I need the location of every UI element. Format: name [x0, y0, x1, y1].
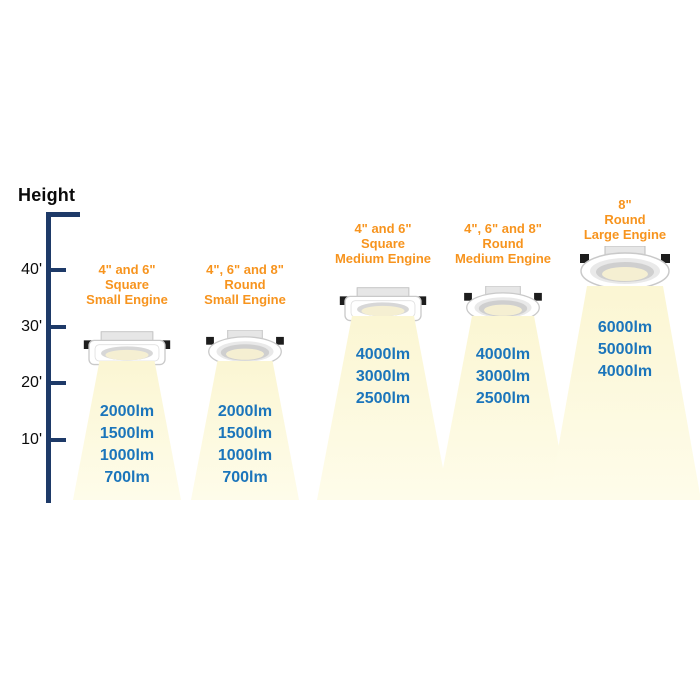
fixture-label-line: Square [360, 236, 406, 251]
lumen-value: 3000lm [355, 368, 411, 385]
height-axis-title: Height [18, 185, 76, 205]
lumen-value: 5000lm [597, 341, 653, 358]
column-square-medium-engine: 4" and 6" Square Medium Engine 4000lm 30… [308, 0, 458, 700]
lumen-value: 2500lm [355, 390, 411, 407]
lumen-value: 700lm [222, 469, 268, 486]
lumen-value: 1000lm [217, 447, 273, 464]
fixture-label-line: Medium Engine [334, 251, 432, 266]
fixture-label-line: Large Engine [583, 227, 667, 242]
lumen-output-list: 4000lm 3000lm 2500lm [424, 344, 582, 410]
height-axis-tick-40 [46, 268, 66, 272]
lumen-value: 4000lm [355, 346, 411, 363]
fixture-label-line: 4" and 6" [354, 221, 412, 236]
fixture-label-line: Medium Engine [454, 251, 552, 266]
fixture-label-line: Round [604, 212, 646, 227]
round-downlight-icon [575, 246, 675, 290]
lumen-value: 2500lm [475, 390, 531, 407]
fixture-label-line: Round [482, 236, 524, 251]
lumen-value: 2000lm [99, 403, 155, 420]
fixture-type-label: 4" and 6" Square Small Engine [48, 262, 206, 307]
lumen-output-list: 6000lm 5000lm 4000lm [543, 317, 700, 383]
column-round-medium-engine: 4", 6" and 8" Round Medium Engine 4000lm… [428, 0, 578, 700]
fixture-label-line: Small Engine [204, 292, 286, 307]
fixture-label-line: 4", 6" and 8" [464, 221, 542, 236]
lumen-value: 4000lm [597, 363, 653, 380]
lumen-output-list: 2000lm 1500lm 1000lm 700lm [48, 401, 206, 489]
column-round-large-engine: 8" Round Large Engine 6000lm 5000lm 4000… [547, 0, 700, 700]
height-axis-cap [46, 212, 80, 217]
fixture-type-label: 4", 6" and 8" Round Small Engine [166, 262, 324, 307]
lumen-value: 700lm [104, 469, 150, 486]
height-tick-label-40: 40' [21, 261, 42, 278]
height-tick-label-30: 30' [21, 318, 42, 335]
fixture-type-label: 4", 6" and 8" Round Medium Engine [424, 221, 582, 266]
height-axis-line [46, 212, 51, 503]
fixture-label-line: 4", 6" and 8" [206, 262, 284, 277]
height-axis-tick-10 [46, 438, 66, 442]
height-tick-label-20: 20' [21, 374, 42, 391]
round-downlight-icon [459, 286, 547, 324]
fixture-label-line: Round [224, 277, 266, 292]
round-downlight-icon [201, 330, 289, 368]
lumen-value: 4000lm [475, 346, 531, 363]
square-downlight-icon [339, 286, 427, 324]
height-axis-tick-20 [46, 381, 66, 385]
fixture-label-line: Small Engine [86, 292, 168, 307]
fixture-label-line: Square [104, 277, 150, 292]
lumen-value: 1000lm [99, 447, 155, 464]
lumen-value: 1500lm [217, 425, 273, 442]
lumen-output-list: 4000lm 3000lm 2500lm [304, 344, 462, 410]
fixture-label-line: 4" and 6" [98, 262, 156, 277]
fixture-label-line: 8" [618, 197, 632, 212]
lumen-value: 3000lm [475, 368, 531, 385]
fixture-type-label: 8" Round Large Engine [543, 197, 700, 242]
fixture-type-label: 4" and 6" Square Medium Engine [304, 221, 462, 266]
lumen-output-list: 2000lm 1500lm 1000lm 700lm [166, 401, 324, 489]
column-round-small-engine: 4", 6" and 8" Round Small Engine 2000lm … [170, 0, 320, 700]
column-square-small-engine: 4" and 6" Square Small Engine 2000lm 150… [52, 0, 202, 700]
lumen-value: 1500lm [99, 425, 155, 442]
height-axis-tick-30 [46, 325, 66, 329]
lumen-value: 2000lm [217, 403, 273, 420]
height-tick-label-10: 10' [21, 431, 42, 448]
lumen-value: 6000lm [597, 319, 653, 336]
